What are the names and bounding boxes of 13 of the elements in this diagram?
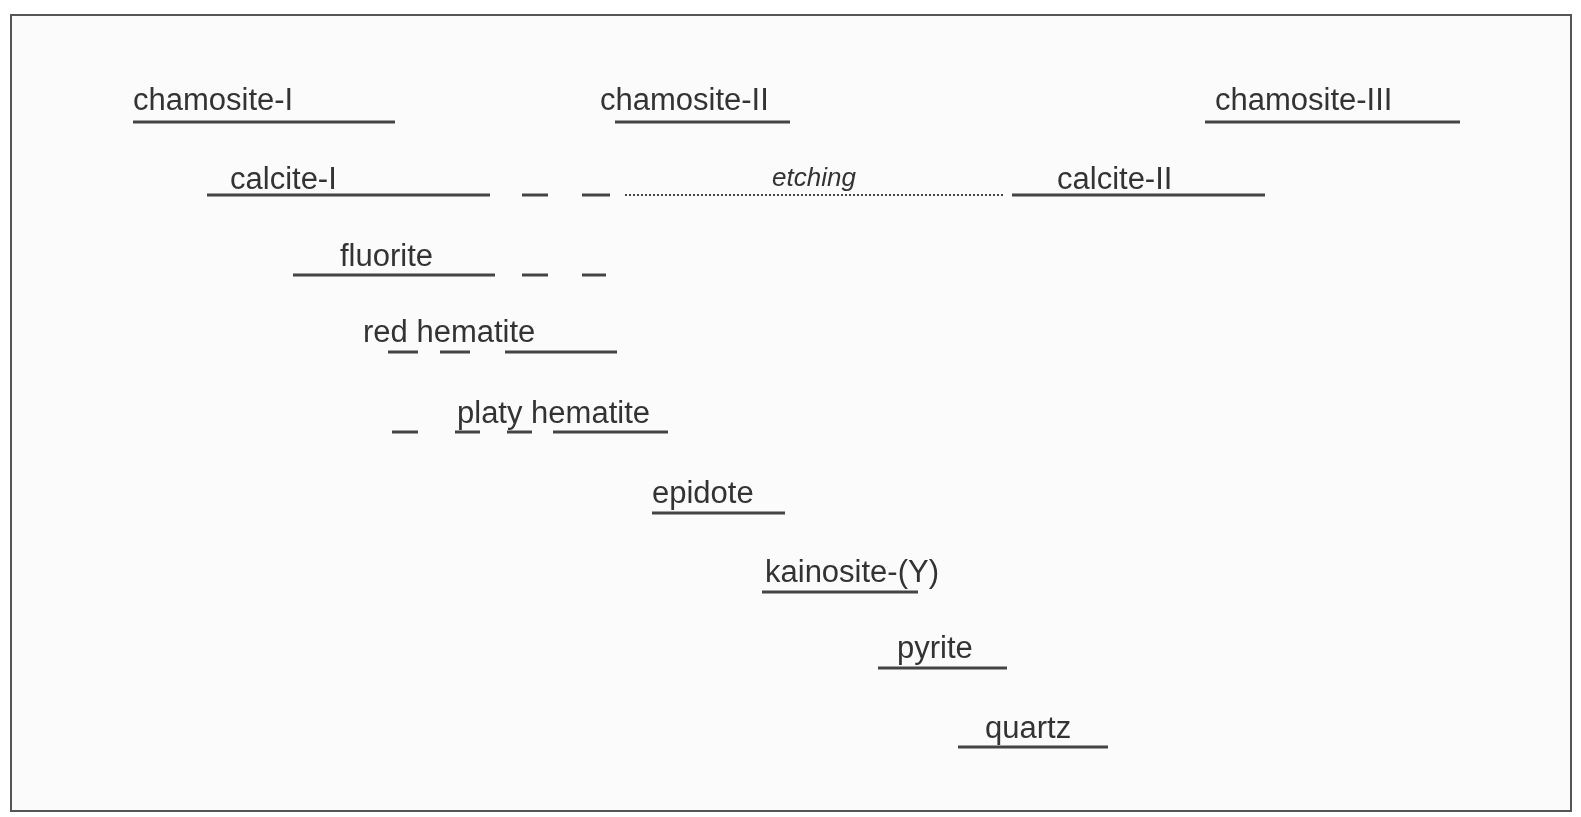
mineral-label: kainosite-(Y) [765, 556, 939, 587]
mineral-label: chamosite-I [133, 84, 294, 115]
mineral-label: pyrite [897, 632, 973, 663]
mineral-label: chamosite-II [600, 84, 769, 115]
mineral-label: quartz [985, 712, 1072, 743]
mineral-label: epidote [652, 477, 754, 508]
mineral-label: platy hematite [457, 397, 650, 428]
mineral-label: chamosite-III [1215, 84, 1393, 115]
mineral-label: red hematite [363, 316, 536, 347]
mineral-label: calcite-I [230, 163, 337, 194]
event-label: etching [772, 164, 856, 190]
mineral-label: calcite-II [1057, 163, 1173, 194]
mineral-label: fluorite [340, 240, 434, 271]
